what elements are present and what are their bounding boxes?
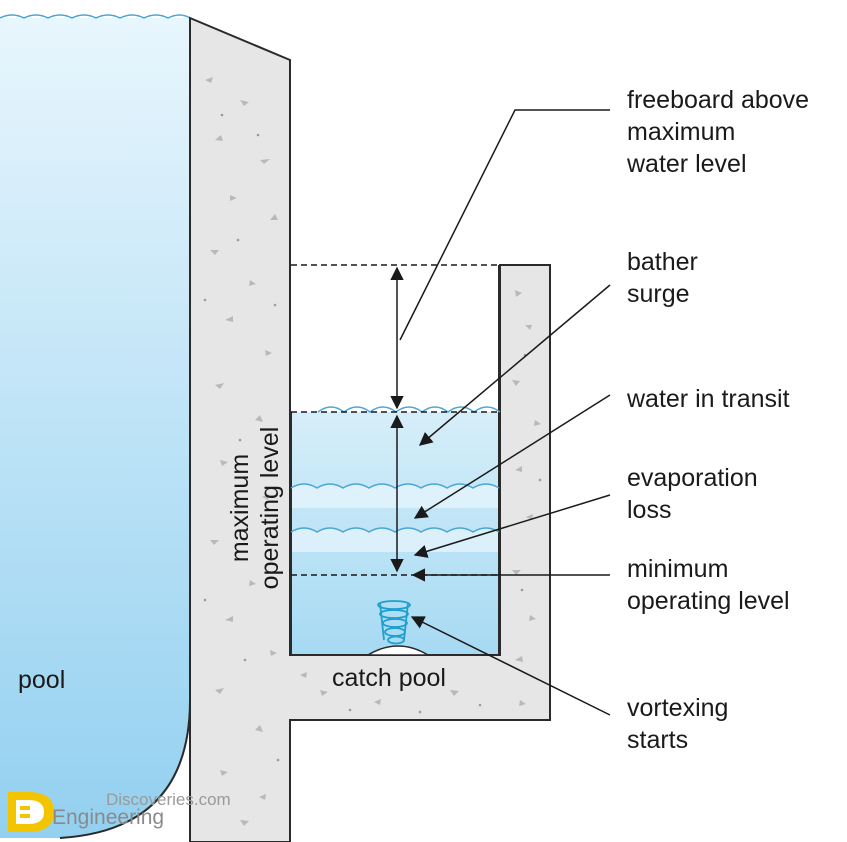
watermark-line1: Discoveries.com <box>106 790 231 809</box>
label-water-in-transit: water in transit <box>627 385 790 413</box>
label-vortexing-starts: vortexing starts <box>627 694 729 754</box>
leader-lines <box>399 109 611 716</box>
label-evaporation-loss: evaporation loss <box>627 464 758 524</box>
vortex-spiral <box>377 600 411 645</box>
concrete-texture <box>205 77 541 826</box>
label-bather-surge: bather surge <box>627 248 698 308</box>
label-catch-pool: catch pool <box>332 664 446 692</box>
label-maximum-operating-level: maximum operating level <box>226 426 284 590</box>
pool-surface-waves <box>0 14 191 19</box>
concrete-dots <box>203 113 542 762</box>
watermark-logo-icon <box>8 792 54 832</box>
label-freeboard: freeboard above maximum water level <box>627 86 810 178</box>
pool-water <box>0 18 190 838</box>
label-minimum-operating-level: minimum operating level <box>627 555 790 615</box>
label-pool: pool <box>18 666 66 694</box>
watermark: Discoveries.com Engineering <box>8 786 231 836</box>
watermark-line2: Engineering <box>52 806 165 829</box>
pool-wall-edge <box>59 18 191 839</box>
drain-outlet <box>365 645 431 656</box>
